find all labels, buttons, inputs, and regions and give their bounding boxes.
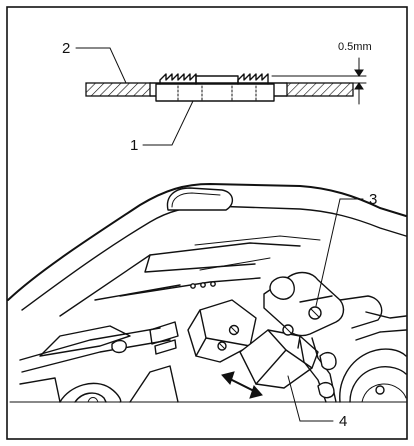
needle-plate-right-section bbox=[286, 82, 354, 97]
lower-left-dial bbox=[59, 382, 122, 403]
callout-4-label: 4 bbox=[339, 413, 347, 430]
feed-bracket-block bbox=[187, 299, 257, 363]
callout-2-label: 2 bbox=[62, 40, 70, 57]
dimension-label: 0.5mm bbox=[338, 41, 372, 53]
feed-dog-body bbox=[155, 83, 275, 102]
callout-1-label: 1 bbox=[130, 137, 138, 154]
callout-3-label: 3 bbox=[369, 191, 377, 208]
casting-boss bbox=[166, 187, 233, 211]
feed-dog-teeth-left bbox=[159, 73, 197, 85]
bed-casting-outline bbox=[7, 183, 407, 301]
callout-1: 1 bbox=[130, 100, 194, 154]
right-pulley bbox=[339, 348, 407, 403]
feed-dog-teeth-right bbox=[237, 73, 269, 85]
callout-4: 4 bbox=[287, 375, 347, 430]
needle-plate-left-section bbox=[85, 82, 151, 97]
movement-arrow bbox=[221, 371, 263, 399]
callout-2: 2 bbox=[62, 40, 127, 84]
callout-3: 3 bbox=[315, 191, 377, 307]
needle-plate-cross-section: 0.5mm bbox=[85, 41, 372, 105]
figure-frame bbox=[6, 6, 408, 440]
machine-bed-illustration bbox=[7, 183, 407, 403]
